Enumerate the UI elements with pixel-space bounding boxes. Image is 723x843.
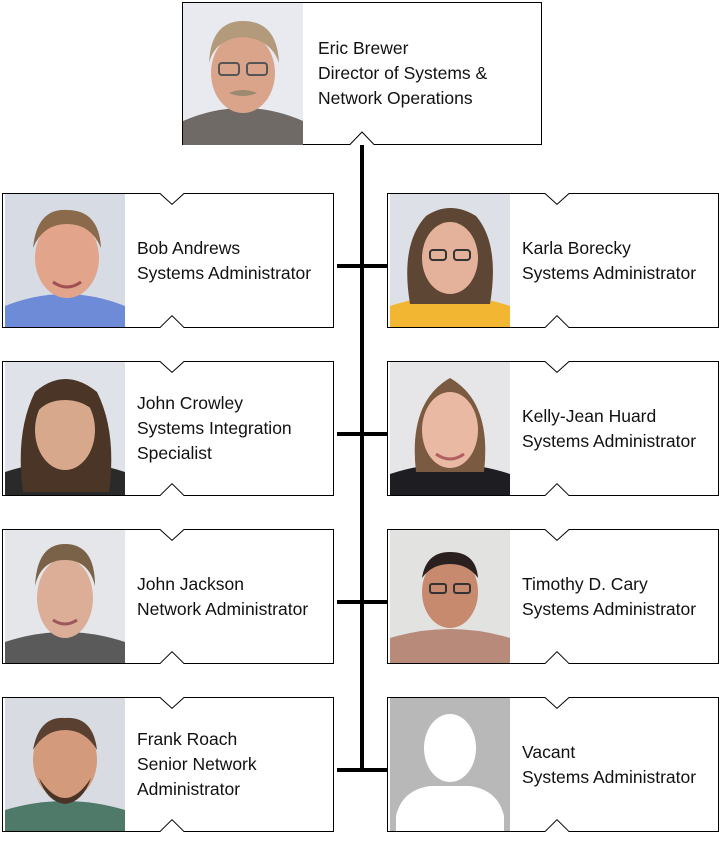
employee-title: Systems Administrator — [522, 262, 697, 283]
employee-title-line-1: Senior Network — [137, 754, 257, 774]
employee-title: Systems Administrator — [137, 262, 312, 283]
employee-card: John Crowley Systems Integration Special… — [2, 361, 334, 496]
employee-card: Timothy D. Cary Systems Administrator — [387, 529, 719, 664]
employee-card: John Jackson Network Administrator — [2, 529, 334, 664]
employee-name: Karla Borecky — [522, 237, 631, 258]
employee-title-line-2: Specialist — [137, 443, 212, 463]
employee-title: Systems Administrator — [522, 430, 697, 451]
employee-name: Bob Andrews — [137, 237, 241, 258]
employee-photo — [5, 530, 125, 663]
employee-name: Kelly-Jean Huard — [522, 405, 657, 426]
employee-name: Vacant — [522, 741, 576, 762]
director-card: Eric Brewer Director of Systems & Networ… — [182, 2, 542, 145]
employee-text: Bob Andrews Systems Administrator — [137, 193, 330, 328]
employee-card: Bob Andrews Systems Administrator — [2, 193, 334, 328]
employee-card: Kelly-Jean Huard Systems Administrator — [387, 361, 719, 496]
employee-photo — [5, 362, 125, 495]
employee-card: Vacant Systems Administrator — [387, 697, 719, 832]
director-title-line-1: Director of Systems & — [318, 63, 488, 83]
employee-text: John Jackson Network Administrator — [137, 529, 330, 664]
director-title-line-2: Network Operations — [318, 88, 473, 108]
employee-text: Vacant Systems Administrator — [522, 697, 715, 832]
employee-title-line-1: Systems Integration — [137, 418, 292, 438]
employee-title-line-2: Administrator — [137, 779, 241, 799]
vacant-placeholder-photo — [390, 698, 510, 831]
employee-title: Systems Administrator — [522, 766, 697, 787]
employee-card: Karla Borecky Systems Administrator — [387, 193, 719, 328]
employee-text: Kelly-Jean Huard Systems Administrator — [522, 361, 715, 496]
employee-name: Frank Roach — [137, 729, 238, 749]
director-text: Eric Brewer Director of Systems & Networ… — [318, 2, 538, 145]
employee-text: Frank Roach Senior Network Administrator — [137, 697, 330, 832]
director-name: Eric Brewer — [318, 38, 409, 58]
employee-name: Timothy D. Cary — [522, 573, 648, 594]
employee-name: John Jackson — [137, 573, 245, 594]
director-photo — [183, 3, 303, 145]
employee-text: John Crowley Systems Integration Special… — [137, 361, 330, 496]
employee-photo — [390, 362, 510, 495]
employee-title: Network Administrator — [137, 598, 309, 619]
employee-text: Timothy D. Cary Systems Administrator — [522, 529, 715, 664]
employee-photo — [390, 194, 510, 327]
employee-title: Systems Administrator — [522, 598, 697, 619]
employee-photo — [5, 194, 125, 327]
employee-text: Karla Borecky Systems Administrator — [522, 193, 715, 328]
employee-photo — [390, 530, 510, 663]
employee-card: Frank Roach Senior Network Administrator — [2, 697, 334, 832]
employee-name: John Crowley — [137, 393, 244, 413]
employee-photo — [5, 698, 125, 831]
